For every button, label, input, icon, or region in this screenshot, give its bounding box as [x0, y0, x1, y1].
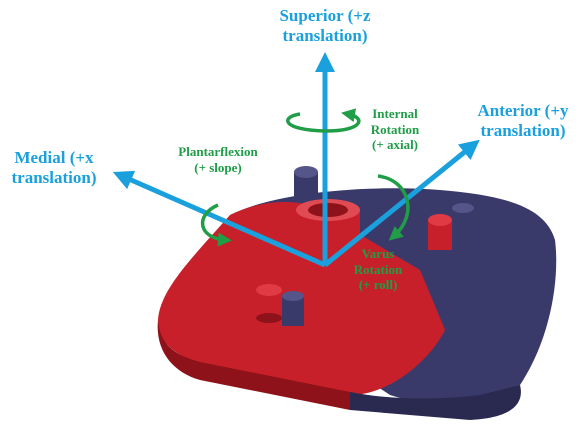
central-stem [296, 199, 360, 292]
anterior-axis-arrow [323, 139, 480, 267]
varus-rotation-arrow [377, 174, 410, 241]
medial-axis-arrow [112, 170, 327, 268]
implant-edge-navy [350, 385, 521, 420]
varus-rotation-label: Varus Rotation (+ roll) [353, 246, 403, 293]
post-back-right [428, 203, 474, 250]
post-front-navy [282, 291, 304, 326]
plantarflexion-label: Plantarflexion (+ slope) [178, 144, 258, 175]
plantarflexion-arrow [200, 203, 232, 247]
implant-edge-red [157, 320, 350, 410]
medial-axis-label: Medial (+x translation) [11, 148, 97, 188]
superior-axis-label: Superior (+z translation) [279, 6, 371, 46]
post-front-left [256, 284, 282, 323]
internal-rotation-arrow [286, 108, 361, 133]
internal-rotation-label: Internal Rotation (+ axial) [370, 106, 420, 153]
anterior-axis-label: Anterior (+y translation) [477, 101, 569, 141]
post-back-left [294, 166, 318, 202]
